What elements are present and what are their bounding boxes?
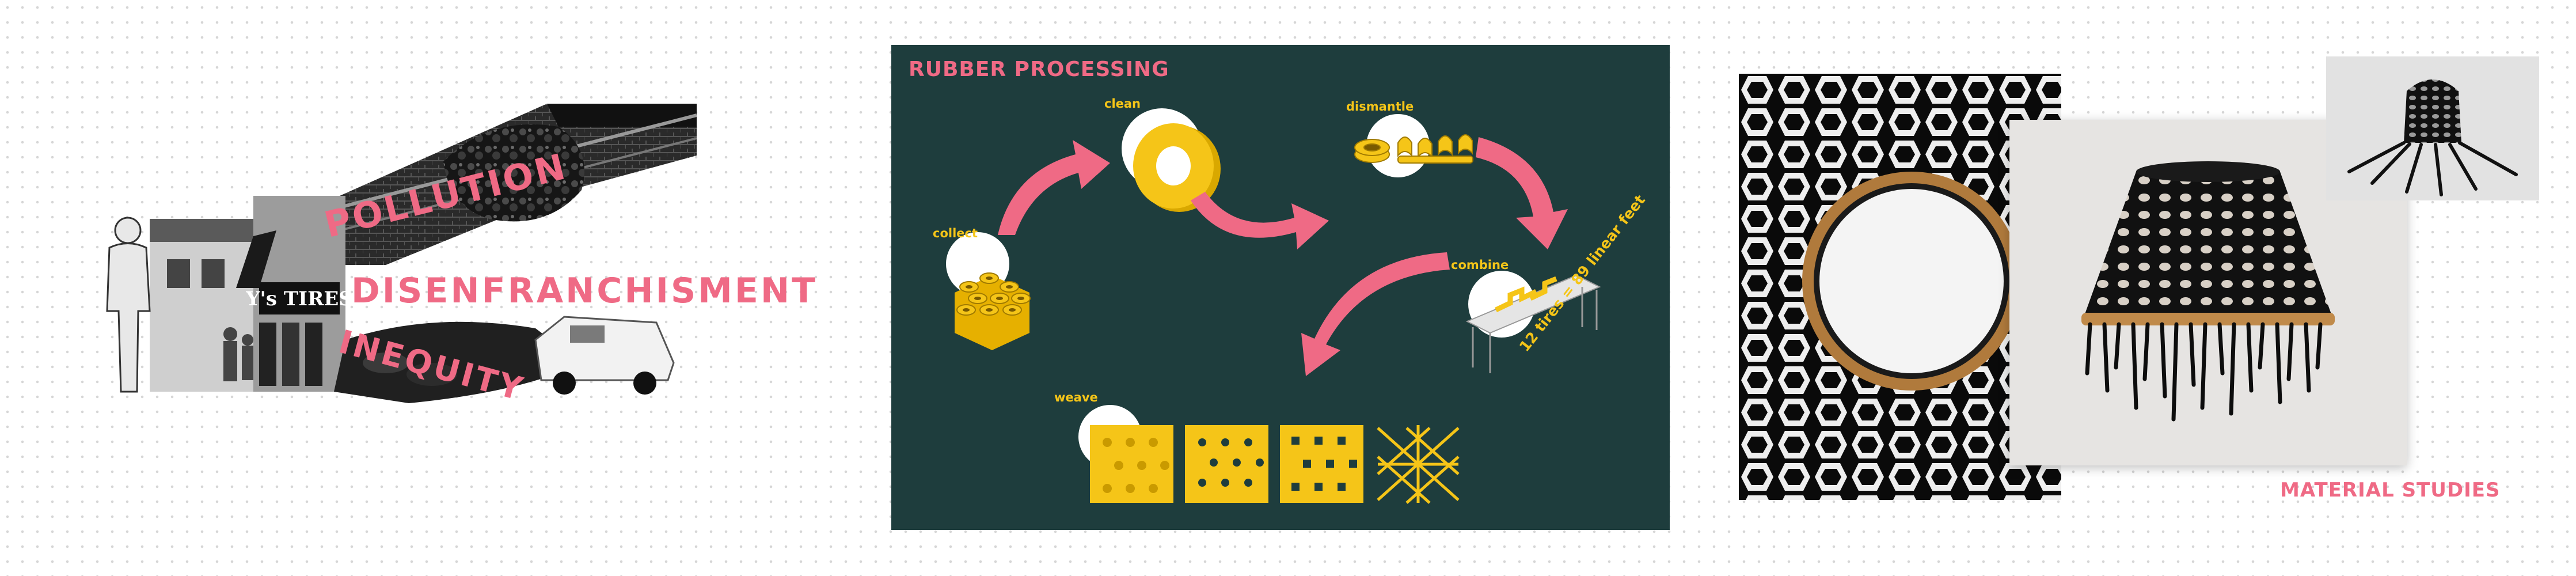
weave-swatch-4 [1377,425,1460,504]
step-label-weave: weave [1054,391,1098,404]
weave-swatches [1090,425,1460,504]
arrow-dismantle-to-combine [1476,137,1568,249]
collage-image: Y's TIRES [106,104,697,403]
arrow-combine-to-weave [1301,252,1450,376]
material-studies-title: MATERIAL STUDIES [2280,479,2501,502]
step-label-collect: collect [933,226,978,240]
shop-sign-text: Y's TIRES [245,287,353,310]
step-label-combine: combine [1451,258,1509,272]
single-tire-illustration [1133,123,1221,212]
board-title: RUBBER PROCESSING [909,58,1169,81]
step-label-clean: clean [1104,97,1141,111]
step-label-dismantle: dismantle [1346,100,1414,113]
process-diagram [946,108,1601,504]
weave-swatch-2 [1185,425,1268,503]
combine-table-illustration [1465,274,1601,373]
woven-sample-photo [2326,56,2539,200]
tire-stack-illustration [955,272,1031,350]
rubber-processing-board: RUBBER PROCESSING collect clean dismantl… [891,45,1670,530]
disenfranchisment-label: DISENFRANCHISMENT [351,271,818,311]
process-arrows [998,137,1568,376]
arrow-clean-to-dismantle [1191,192,1329,249]
arrow-collect-to-clean [998,140,1110,235]
woven-ring-photo [1739,74,2061,500]
urban-collage: Y's TIRES POLLUTION DISENFRANCHISMENT IN… [86,92,846,415]
dismantled-tire-illustration [1354,134,1473,164]
material-studies: MATERIAL STUDIES [1739,56,2551,511]
